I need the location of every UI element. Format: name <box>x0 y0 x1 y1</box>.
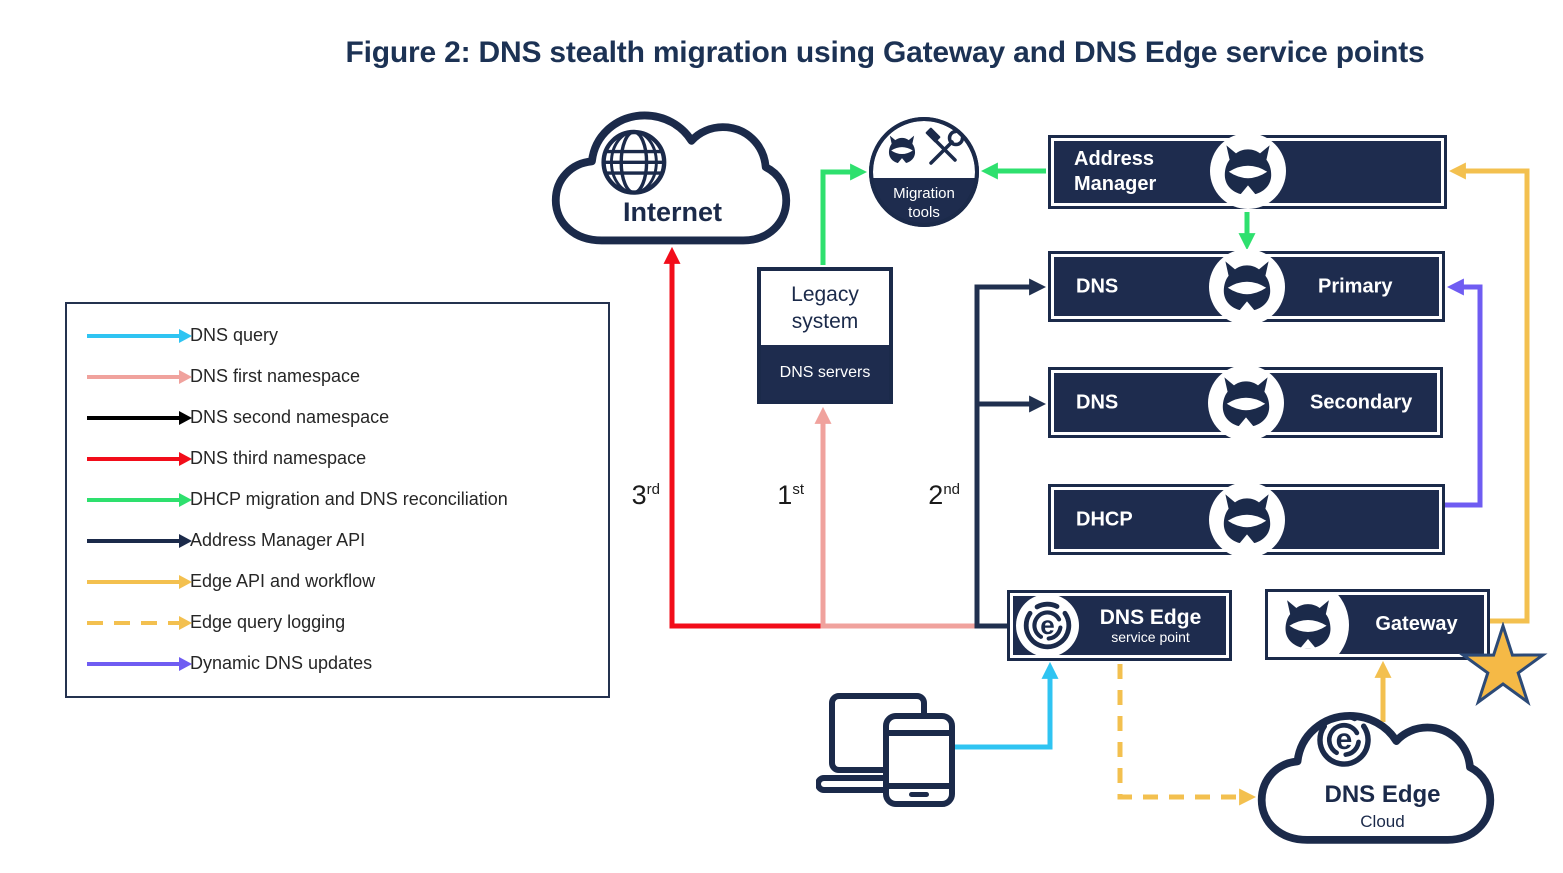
gateway-label: Gateway <box>1375 613 1458 635</box>
phone-icon <box>883 713 955 807</box>
legend-item: DNS query <box>67 315 608 356</box>
dns-primary-right-label: Primary <box>1318 275 1393 297</box>
legend-label: DNS query <box>190 325 279 345</box>
dns-third-namespace-arrow-icon <box>87 451 192 466</box>
legend-item: Edge API and workflow <box>67 561 608 602</box>
star-icon <box>1458 622 1548 706</box>
edge-query-logging-arrow-icon <box>87 615 192 630</box>
dns-query-arrow-icon <box>87 328 192 343</box>
legend-label: Address Manager API <box>190 530 366 550</box>
dhcp-migration-arrow-icon <box>87 492 192 507</box>
bluecat-logo <box>1208 482 1285 558</box>
legend-label: DHCP migration and DNS reconciliation <box>190 489 508 509</box>
bluecat-icon <box>1215 488 1279 552</box>
dhcp-box: DHCP <box>1048 482 1445 558</box>
migration-tools-label: Migration tools <box>893 185 955 221</box>
client-devices-icon <box>816 693 955 807</box>
dns-second-namespace-arrow-icon <box>87 410 192 425</box>
migration-tools-bottom <box>871 178 977 225</box>
dns-edge-cloud-title: DNS Edge <box>1324 781 1441 808</box>
gateway-box: Gateway <box>1265 589 1490 660</box>
legend-box: DNS query DNS first namespace DNS second… <box>65 302 610 698</box>
dns-edge-logo-letter: e <box>1040 610 1055 640</box>
legacy-system-box: Legacy system DNS servers <box>757 267 893 404</box>
legend-item: DNS third namespace <box>67 438 608 479</box>
arrow-dns-first-namespace <box>814 406 977 629</box>
dns-edge-sp-subtitle: service point <box>1111 628 1190 645</box>
bluecat-icon <box>1215 255 1279 319</box>
internet-cloud <box>546 94 796 254</box>
address-manager-label: Address Manager <box>1074 148 1157 195</box>
dhcp-label: DHCP <box>1076 508 1133 530</box>
bluecat-icon <box>1277 595 1339 654</box>
bluecat-logo <box>1208 249 1285 325</box>
dns-edge-service-point-box: e DNS Edge service point <box>1007 590 1232 661</box>
bluecat-logo <box>1207 365 1284 441</box>
legend-item: DHCP migration and DNS reconciliation <box>67 479 608 520</box>
arrow-edge-query-logging <box>1117 664 1257 806</box>
bluecat-icon <box>1214 371 1278 435</box>
dns-edge-logo: e <box>1016 596 1079 655</box>
bluecat-icon <box>1216 139 1280 203</box>
gateway-logo <box>1271 595 1349 654</box>
dynamic-dns-updates-arrow-icon <box>87 656 192 671</box>
figure-title: Figure 2: DNS stealth migration using Ga… <box>345 36 1425 69</box>
legend-label: Edge query logging <box>190 612 346 632</box>
address-manager-box: Address Manager <box>1048 133 1447 209</box>
legacy-system-title: Legacy system <box>791 283 859 333</box>
legend-label: DNS first namespace <box>190 366 361 386</box>
dns-secondary-right-label: Secondary <box>1310 391 1413 413</box>
dns-edge-cloud-subtitle: Cloud <box>1360 812 1405 831</box>
ordinal-2nd: 2nd <box>928 480 960 510</box>
legend-label: DNS second namespace <box>190 407 390 427</box>
legend-label: DNS third namespace <box>190 448 367 468</box>
legend-label: Dynamic DNS updates <box>190 653 373 673</box>
legend-item: Address Manager API <box>67 520 608 561</box>
internet-label: Internet <box>622 197 722 227</box>
arrow-edge-api-gateway-to-am <box>1448 162 1530 624</box>
dns-secondary-box: DNS Secondary <box>1048 365 1443 441</box>
dns-edge-cloud-logo-letter: e <box>1335 723 1353 756</box>
dns-edge-cloud-logo: e <box>1313 709 1375 771</box>
dns-primary-left-label: DNS <box>1076 275 1119 297</box>
migration-tools-node <box>869 117 979 227</box>
bluecat-logo <box>1209 133 1286 209</box>
legend-item: Dynamic DNS updates <box>67 643 608 684</box>
arrow-dhcp-migration-legacy-to-tools <box>820 163 868 265</box>
dns-primary-box: DNS Primary <box>1048 249 1445 325</box>
dns-secondary-left-label: DNS <box>1076 391 1119 413</box>
bluecat-icon <box>888 135 916 164</box>
dns-first-namespace-arrow-icon <box>87 369 192 384</box>
legacy-system-subtitle: DNS servers <box>761 345 889 400</box>
dns-edge-sp-title: DNS Edge <box>1099 605 1202 629</box>
ordinal-1st: 1st <box>777 480 804 510</box>
edge-api-arrow-icon <box>87 574 192 589</box>
arrow-dns-second-namespace-to-primary <box>974 278 1047 629</box>
globe-icon <box>601 129 667 195</box>
legend-item: DNS second namespace <box>67 397 608 438</box>
address-manager-api-arrow-icon <box>87 533 192 548</box>
legend-item: DNS first namespace <box>67 356 608 397</box>
arrow-dynamic-dns-updates <box>1445 278 1483 508</box>
legend-item: Edge query logging <box>67 602 608 643</box>
ordinal-3rd: 3rd <box>631 480 660 510</box>
legend-label: Edge API and workflow <box>190 571 376 591</box>
